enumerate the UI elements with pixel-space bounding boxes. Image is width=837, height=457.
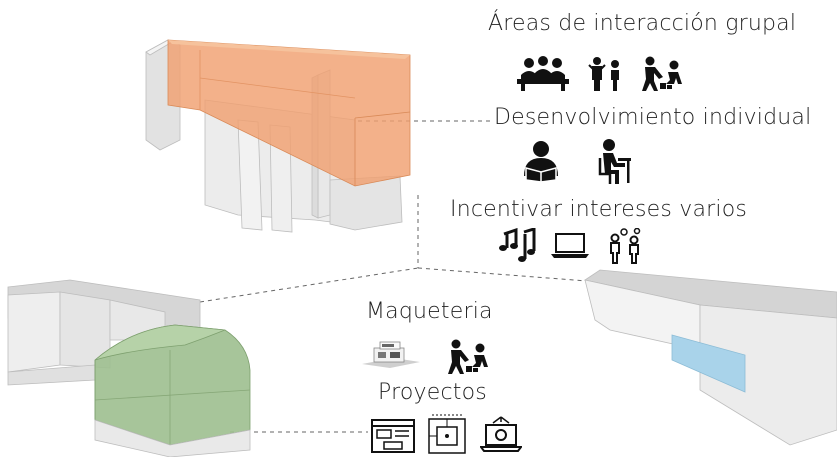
people-at-table-icon: [517, 56, 569, 91]
person-at-desk-icon: [598, 139, 631, 184]
top-building: [145, 39, 411, 233]
right-building: [583, 269, 837, 446]
kids-building-icon: [642, 56, 682, 91]
blueprint-icon: [428, 414, 466, 454]
label-interests: Incentivar intereses varios: [450, 197, 748, 222]
music-notes-icon: [499, 228, 536, 262]
person-reading-icon: [524, 141, 558, 182]
house-model-icon: [362, 341, 420, 368]
label-individual: Desenvolvimiento individual: [494, 105, 812, 130]
connector-lines: [199, 120, 601, 433]
people-chatting-icon: [610, 228, 641, 264]
label-group-areas: Áreas de interacción grupal: [488, 11, 797, 36]
laptop-gear-icon: [480, 416, 522, 452]
kids-building-icon: [448, 339, 488, 374]
people-talking-icon: [588, 57, 619, 91]
label-projects: Proyectos: [378, 380, 487, 405]
left-building: [7, 279, 251, 457]
label-model-making: Maqueteria: [366, 299, 493, 324]
web-design-icon: [371, 419, 415, 453]
blue-window: [671, 334, 746, 393]
laptop-icon: [551, 233, 589, 258]
